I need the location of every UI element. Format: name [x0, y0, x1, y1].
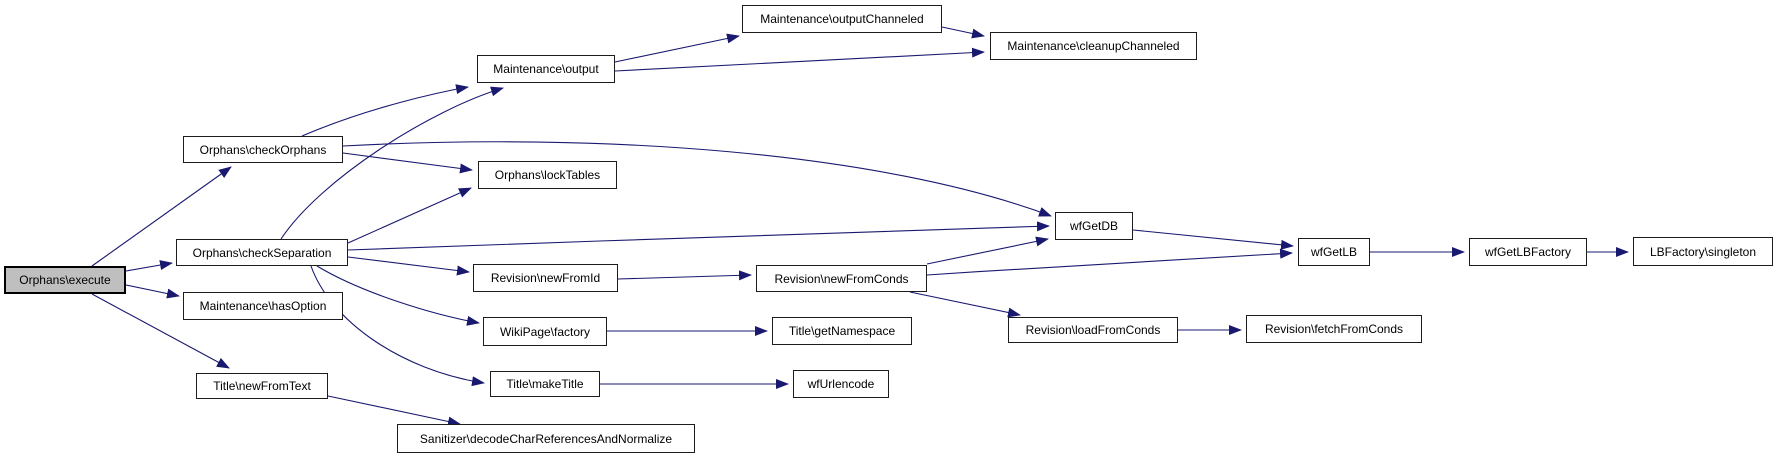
edge-wf-getdb-to-wf-getlb [1132, 229, 1294, 250]
edge-check-orphans-to-output [301, 84, 469, 137]
node-wf-getlbfactory[interactable]: wfGetLBFactory [1469, 238, 1587, 266]
node-label-cleanup-channeled: Maintenance\cleanupChanneled [1007, 39, 1180, 53]
edge-execute-to-has-option [125, 284, 180, 299]
edge-check-separation-to-wf-getdb [347, 221, 1050, 251]
edge-output-channeled-to-cleanup-channeled [941, 26, 985, 39]
node-wikipage-factory[interactable]: WikiPage\factory [483, 317, 607, 346]
node-label-wikipage-factory: WikiPage\factory [499, 324, 591, 339]
node-new-from-id[interactable]: Revision\newFromId [473, 264, 618, 292]
node-get-namespace[interactable]: Title\getNamespace [772, 317, 912, 345]
edge-check-orphans-to-lock-tables [342, 152, 473, 174]
node-label-lbfactory-singleton: LBFactory\singleton [1649, 244, 1757, 259]
node-wf-getdb[interactable]: wfGetDB [1055, 212, 1133, 240]
node-label-check-orphans: Orphans\checkOrphans [199, 142, 327, 157]
node-check-orphans[interactable]: Orphans\checkOrphans [183, 136, 343, 163]
node-fetch-from-conds[interactable]: Revision\fetchFromConds [1246, 315, 1422, 343]
node-label-output-channeled: Maintenance\outputChanneled [760, 12, 924, 26]
node-label-wf-getlbfactory: wfGetLBFactory [1484, 245, 1572, 259]
node-make-title[interactable]: Title\makeTitle [490, 371, 600, 397]
node-new-from-conds[interactable]: Revision\newFromConds [756, 265, 927, 292]
edge-check-separation-to-output [280, 86, 504, 240]
node-label-new-from-conds: Revision\newFromConds [774, 271, 909, 286]
node-wf-getlb[interactable]: wfGetLB [1298, 238, 1370, 266]
edge-check-separation-to-new-from-id [347, 256, 470, 276]
edge-check-separation-to-wikipage-factory [316, 265, 480, 326]
edge-check-orphans-to-wf-getdb [342, 141, 1052, 217]
edge-new-from-text-to-sanitizer-decode [327, 395, 461, 427]
edge-check-separation-to-make-title [310, 265, 485, 387]
node-label-execute: Orphans\execute [19, 273, 111, 287]
edge-output-to-cleanup-channeled [614, 47, 985, 72]
edge-check-separation-to-lock-tables [347, 187, 472, 244]
node-label-get-namespace: Title\getNamespace [788, 324, 896, 338]
edge-execute-to-new-from-text [91, 293, 230, 369]
node-label-lock-tables: Orphans\lockTables [494, 168, 601, 182]
node-lock-tables[interactable]: Orphans\lockTables [478, 161, 617, 189]
node-label-check-separation: Orphans\checkSeparation [192, 245, 332, 260]
edge-new-from-conds-to-wf-getdb [926, 236, 1049, 265]
node-label-wf-getlb: wfGetLB [1310, 245, 1358, 259]
node-label-wf-getdb: wfGetDB [1069, 219, 1118, 233]
node-cleanup-channeled[interactable]: Maintenance\cleanupChanneled [990, 32, 1197, 60]
edge-execute-to-check-orphans [91, 166, 232, 267]
node-label-new-from-text: Title\newFromText [213, 379, 311, 393]
node-label-load-from-conds: Revision\loadFromConds [1025, 323, 1161, 337]
node-label-output: Maintenance\output [493, 62, 599, 76]
node-label-new-from-id: Revision\newFromId [490, 271, 601, 285]
edge-new-from-conds-to-load-from-conds [909, 291, 1021, 318]
node-label-sanitizer-decode: Sanitizer\decodeCharReferencesAndNormali… [419, 431, 673, 446]
node-lbfactory-singleton[interactable]: LBFactory\singleton [1633, 237, 1773, 266]
edge-new-from-conds-to-wf-getlb [926, 248, 1293, 276]
node-execute[interactable]: Orphans\execute [4, 266, 126, 294]
node-wf-urlencode[interactable]: wfUrlencode [793, 370, 889, 398]
node-check-separation[interactable]: Orphans\checkSeparation [176, 239, 348, 266]
edge-output-to-output-channeled [614, 33, 740, 63]
node-label-fetch-from-conds: Revision\fetchFromConds [1264, 322, 1404, 336]
node-label-has-option: Maintenance\hasOption [199, 299, 327, 313]
node-label-wf-urlencode: wfUrlencode [807, 377, 875, 391]
node-has-option[interactable]: Maintenance\hasOption [183, 292, 343, 320]
node-output[interactable]: Maintenance\output [477, 55, 615, 83]
node-new-from-text[interactable]: Title\newFromText [196, 373, 328, 399]
edge-new-from-id-to-new-from-conds [617, 270, 752, 281]
edge-execute-to-check-separation [125, 260, 173, 272]
node-load-from-conds[interactable]: Revision\loadFromConds [1008, 317, 1178, 343]
node-label-make-title: Title\makeTitle [506, 377, 584, 391]
node-output-channeled[interactable]: Maintenance\outputChanneled [742, 5, 942, 33]
node-sanitizer-decode[interactable]: Sanitizer\decodeCharReferencesAndNormali… [397, 424, 695, 453]
